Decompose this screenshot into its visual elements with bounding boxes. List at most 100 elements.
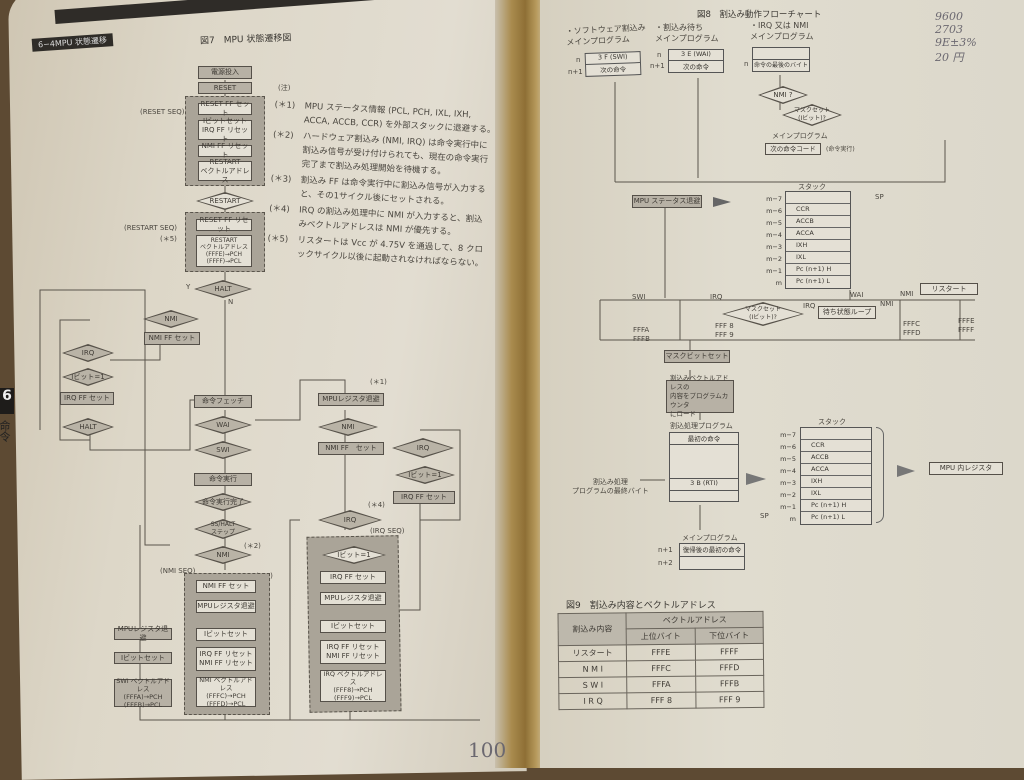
header-upper: 上位バイト <box>626 628 695 645</box>
vector-irq: FFF 8 FFF 9 <box>715 322 734 339</box>
notes-heading: (注) <box>278 84 291 92</box>
irq-seq-step-2: MPUレジスタ退避 <box>320 592 386 605</box>
isr-label: 割込処理プログラム <box>670 422 733 430</box>
next-instruction-code: 次の命令コード <box>765 143 821 155</box>
irq-diamond-right: IRQ <box>392 438 454 458</box>
nmi-diamond-mid: NMI <box>194 546 252 564</box>
main-program-label-2: メインプログラム <box>682 534 738 542</box>
big-arrow-icon <box>713 197 731 207</box>
vector-swi: FFFA FFFB <box>633 326 650 343</box>
irq-nmi-addr-n: n <box>744 60 749 68</box>
note1-marker: (＊1) <box>370 378 387 386</box>
load-vector-to-pc: 割込みベクトルアドレスの 内容をプログラムカウンタ にロード <box>666 374 734 418</box>
branch-swi: SWI <box>632 293 646 301</box>
irq-seq-label: (IRQ SEQ) <box>370 527 405 535</box>
branch-nmi-2: NMI <box>880 300 894 308</box>
restart-seq-step-1: RESET FF リセット <box>196 216 252 233</box>
irq-seq-step-5: IRQ ベクトルアドレス (FFF8)→PCH (FFF9)→PCL <box>320 670 386 702</box>
notes-list: (＊1)MPU ステータス情報 (PCL, PCH, IXL, IXH, ACC… <box>267 98 497 271</box>
mpu-internal-registers: MPU 内レジスタ <box>929 462 1003 475</box>
exec-done-diamond: 命令実行完了 <box>194 493 252 511</box>
resume-addr-n2: n+2 <box>658 559 673 567</box>
handwritten-notes: 9600 2703 9E±3% 20 円 <box>935 10 977 64</box>
irq-ff-set-right: IRQ FF セット <box>393 491 455 504</box>
wai-program-stack: 3 E (WAI) 次の命令 <box>668 49 724 73</box>
swi-seq-step-2: Iビットセット <box>114 652 172 664</box>
resume-addr-n1: n+1 <box>658 546 673 554</box>
nmi-seq-label: (NMI SEQ) <box>160 567 196 575</box>
halt-diamond-left: HALT <box>62 418 114 436</box>
yes-label: Y <box>186 283 191 291</box>
wai-addr-n: n <box>657 51 662 59</box>
column-title-irq-nmi: ・IRQ 又は NMI メインプログラム <box>750 21 814 41</box>
reset-seq-step-3: NMI FF リセット <box>198 142 252 159</box>
branch-irq-2: IRQ <box>803 302 816 310</box>
big-arrow-icon-2 <box>746 473 766 485</box>
figure8-title: 図8 割込み動作フローチャート <box>697 10 822 20</box>
header-lower: 下位バイト <box>694 627 764 645</box>
isr-last-byte-label: 割込み処理 プログラムの最終バイト <box>572 478 649 495</box>
big-arrow-icon-3 <box>897 465 915 477</box>
swi-program-stack: 3 F (SWI) 次の命令 <box>584 51 642 77</box>
sp-label: SP <box>875 193 884 201</box>
restart-diamond: RESTART <box>196 192 254 210</box>
nmi-seq-step-4: IRQ FF リセット NMI FF リセット <box>196 647 256 671</box>
isr-memory-block: 最初の命令 3 B (RTI) <box>669 432 739 502</box>
mask-question-diamond-2: マスクセット (Iビット)? <box>722 302 804 326</box>
header-kind: 割込み内容 <box>558 612 627 646</box>
nmi-question-diamond: NMI ? <box>758 86 808 104</box>
irq-seq-step-3: Iビットセット <box>320 620 386 633</box>
wai-diamond: WAI <box>194 416 252 434</box>
swi-seq-step-3: SWI ベクトルアドレス (FFFA)→PCH (FFFB)→PCL <box>114 677 172 709</box>
column-title-wai: ・割込み待ち メインプログラム <box>655 23 719 43</box>
swi-diamond: SWI <box>194 441 252 459</box>
restart-seq-note: (＊5) <box>160 235 177 243</box>
swi-addr-n: n <box>576 56 581 64</box>
wai-addr-n1: n+1 <box>650 62 665 70</box>
irq-diamond-left: IRQ <box>62 344 114 362</box>
wait-state-loop: 待ち状態ループ <box>818 306 876 319</box>
reset-box: RESET <box>198 82 252 94</box>
power-on-box: 電源投入 <box>198 66 252 79</box>
irq-diamond-star4: IRQ <box>318 510 382 530</box>
stack2-sp-label: SP <box>760 512 769 520</box>
restart-box: リスタート <box>920 283 978 295</box>
ss-halt-diamond: SS/HALT ステップ <box>194 519 252 539</box>
irq-seq-step-1: IRQ FF セット <box>320 571 386 584</box>
note4-marker: (＊4) <box>368 501 385 509</box>
column-title-swi: ・ソフトウェア割込み メインプログラム <box>565 22 646 48</box>
ibit-diamond-right: Iビット=1 <box>395 466 455 484</box>
nmi-seq-step-1: NMI FF セット <box>196 580 256 593</box>
nmi-seq-step-3: Iビットセット <box>196 628 256 641</box>
main-program-label-top: メインプログラム <box>772 132 828 140</box>
branch-wai: WAI <box>850 291 864 299</box>
nmi-ff-set-left: NMI FF セット <box>144 332 200 345</box>
reset-seq-step-4: RESTART ベクトルアドレス <box>198 158 252 184</box>
nmi-seq-step-5: NMI ベクトルアドレス (FFFC)→PCH (FFFD)→PCL <box>196 676 256 708</box>
branch-nmi: NMI <box>900 290 914 298</box>
no-label: N <box>228 298 234 306</box>
swi-addr-n1: n+1 <box>568 68 583 76</box>
nmi-diamond-left: NMI <box>143 310 199 328</box>
restart-seq-step-2: RESTART ベクトルアドレス (FFFE)→PCH (FFFF)→PCL <box>196 235 252 267</box>
mask-question-diamond: マスクセット (Iビット)? <box>782 104 842 126</box>
reset-seq-step-1: RESET FF セット <box>198 100 252 117</box>
swi-seq-step-1: MPUレジスタ退避 <box>114 625 172 642</box>
figure9-title: 図9 割込み内容とベクトルアドレス <box>566 601 716 611</box>
branch-irq: IRQ <box>710 293 723 301</box>
instruction-execute: 命令実行 <box>194 473 252 486</box>
reset-seq-label: (RESET SEQ) <box>140 108 185 116</box>
reset-seq-step-2: Iビットセット IRQ FF リセット <box>198 117 252 143</box>
instruction-fetch: 命令フェッチ <box>194 395 252 408</box>
mpu-register-save: MPUレジスタ退避 <box>318 393 384 406</box>
restart-seq-label: (RESTART SEQ) <box>124 224 177 232</box>
halt-diamond-top: HALT <box>194 280 252 298</box>
nmi-seq-step-2: MPUレジスタ退避 <box>196 600 256 613</box>
stack2-title: スタック <box>818 418 846 426</box>
header-vector: ベクトルアドレス <box>626 611 764 629</box>
